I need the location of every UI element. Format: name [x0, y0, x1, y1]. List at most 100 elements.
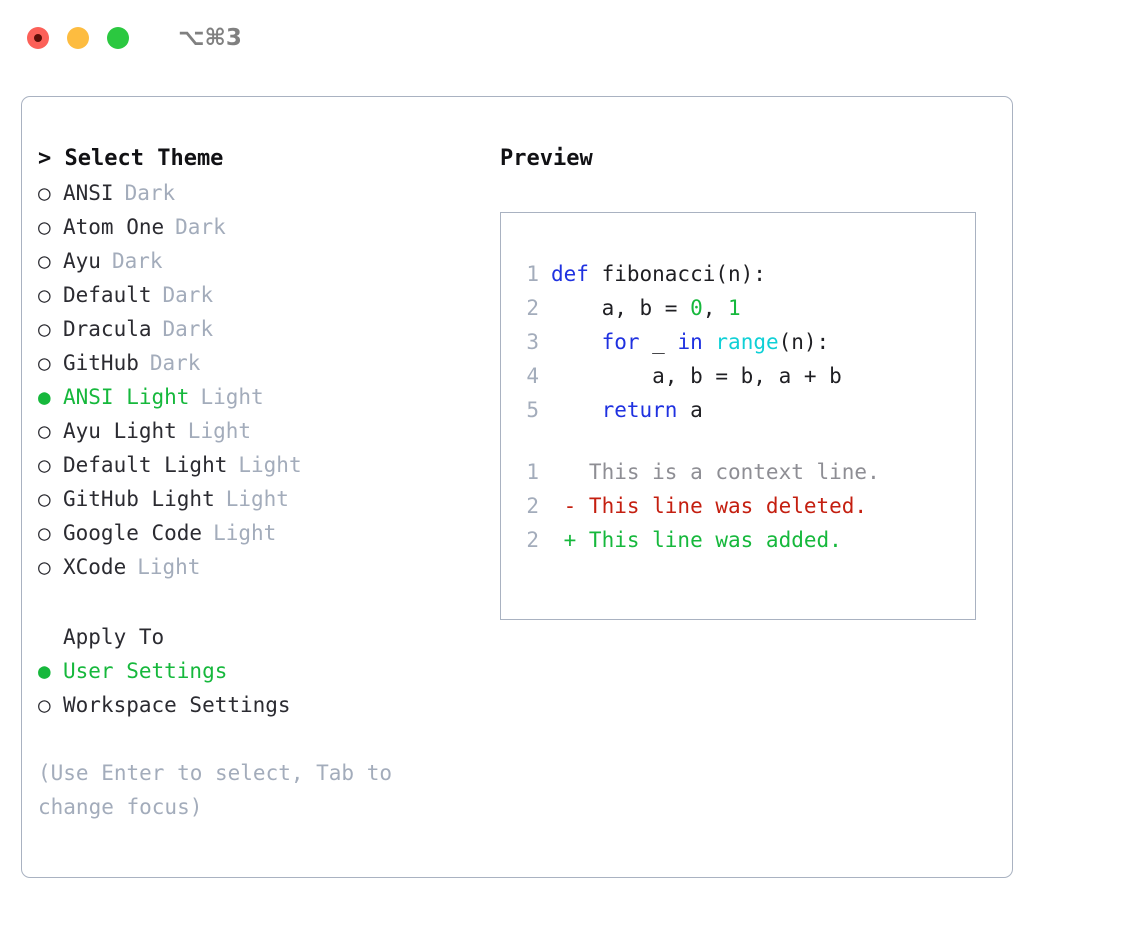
keyboard-hint-text: (Use Enter to select, Tab to change focu…: [38, 761, 405, 819]
theme-option-label: ANSI Light: [63, 385, 190, 409]
radio-unselected-icon: ○: [38, 693, 51, 717]
code-token-plain: a, b = b, a + b: [551, 364, 842, 388]
theme-option-variant: Light: [238, 453, 302, 477]
code-token-plain: a, b =: [551, 296, 691, 320]
diff-sample: 1 This is a context line. 2 - This line w…: [513, 455, 969, 557]
recording-indicator-icon: [34, 34, 42, 42]
code-token-plain: fibonacci(n):: [601, 262, 766, 286]
apply-to-list: ● User Settings ○ Workspace Settings: [38, 654, 478, 722]
apply-to-option-workspace-settings[interactable]: ○ Workspace Settings: [38, 688, 478, 722]
code-token-kw: in: [677, 330, 703, 354]
section-spacer: [38, 584, 478, 620]
code-token-kw: for: [601, 330, 640, 354]
window-titlebar: ⌥⌘3: [0, 0, 1140, 76]
diff-line-content: This is a context line.: [551, 460, 880, 484]
close-button[interactable]: [27, 27, 49, 49]
radio-unselected-icon: ○: [38, 283, 51, 307]
theme-option-ayu[interactable]: ○ Ayu Dark: [38, 244, 478, 278]
radio-selected-icon: ●: [38, 385, 51, 409]
line-number: 4: [526, 364, 539, 388]
code-token-plain: _: [639, 330, 678, 354]
code-token-num: 1: [728, 296, 741, 320]
apply-to-heading: Apply To: [63, 625, 165, 649]
radio-unselected-icon: ○: [38, 351, 51, 375]
apply-to-option-label: User Settings: [63, 659, 228, 683]
diff-line-content: + This line was added.: [551, 528, 842, 552]
line-number: 1: [526, 460, 539, 484]
apply-to-option-label: Workspace Settings: [63, 693, 291, 717]
theme-option-variant: Light: [225, 487, 289, 511]
line-number: 1: [526, 262, 539, 286]
theme-option-label: Default: [63, 283, 152, 307]
theme-option-variant: Light: [187, 419, 252, 443]
theme-option-label: XCode: [63, 555, 127, 579]
theme-option-variant: Dark: [175, 215, 226, 239]
theme-option-google-code[interactable]: ○ Google Code Light: [38, 516, 478, 550]
theme-option-label: Google Code: [63, 521, 203, 545]
keyboard-shortcut-label: ⌥⌘3: [178, 25, 242, 51]
traffic-lights: [27, 27, 129, 49]
maximize-button[interactable]: [107, 27, 129, 49]
theme-option-variant: Dark: [111, 249, 163, 273]
code-token-num: 0: [690, 296, 703, 320]
theme-option-label: Ayu Light: [63, 419, 177, 443]
line-number: 2: [526, 494, 539, 518]
theme-option-label: GitHub Light: [63, 487, 215, 511]
theme-option-label: GitHub: [63, 351, 139, 375]
radio-unselected-icon: ○: [38, 317, 51, 341]
code-token-plain: ,: [702, 296, 729, 320]
theme-option-variant: Dark: [162, 283, 214, 307]
radio-unselected-icon: ○: [38, 181, 51, 205]
diff-line-content: - This line was deleted.: [551, 494, 868, 518]
apply-to-option-user-settings[interactable]: ● User Settings: [38, 654, 478, 688]
radio-unselected-icon: ○: [38, 215, 51, 239]
radio-unselected-icon: ○: [38, 249, 51, 273]
theme-option-variant: Dark: [149, 351, 201, 375]
code-token-fn: range: [715, 330, 779, 354]
code-line-content: return a: [551, 393, 703, 427]
theme-option-variant: Light: [213, 521, 277, 545]
theme-option-default[interactable]: ○ Default Dark: [38, 278, 478, 312]
code-line: 2 a, b = 0, 1: [513, 291, 969, 325]
radio-selected-icon: ●: [38, 659, 51, 683]
theme-option-variant: Dark: [162, 317, 214, 341]
diff-line-add: 2 + This line was added.: [513, 523, 969, 557]
theme-option-atom-one[interactable]: ○ Atom One Dark: [38, 210, 478, 244]
theme-option-label: Dracula: [63, 317, 152, 341]
radio-unselected-icon: ○: [38, 419, 51, 443]
theme-option-label: Default Light: [63, 453, 228, 477]
code-token-plain: [551, 330, 602, 354]
code-line: 3 for _ in range(n):: [513, 325, 969, 359]
theme-option-label: Atom One: [63, 215, 165, 239]
theme-option-label: Ayu: [63, 249, 101, 273]
code-token-kw: def: [551, 262, 602, 286]
theme-option-ayu-light[interactable]: ○ Ayu Light Light: [38, 414, 478, 448]
diff-line-del: 2 - This line was deleted.: [513, 489, 969, 523]
line-number: 2: [526, 296, 539, 320]
line-number: 2: [526, 528, 539, 552]
code-line-content: def fibonacci(n):: [551, 257, 766, 291]
theme-option-label: ANSI: [63, 181, 114, 205]
code-line-content: a, b = b, a + b: [551, 359, 842, 393]
code-token-plain: [551, 398, 602, 422]
minimize-button[interactable]: [67, 27, 89, 49]
theme-option-dracula[interactable]: ○ Dracula Dark: [38, 312, 478, 346]
theme-option-variant: Light: [137, 555, 201, 579]
code-line: 5 return a: [513, 393, 969, 427]
code-token-plain: a: [677, 398, 703, 422]
code-token-plain: [703, 330, 716, 354]
code-line-content: a, b = 0, 1: [551, 291, 741, 325]
radio-unselected-icon: ○: [38, 521, 51, 545]
theme-option-github[interactable]: ○ GitHub Dark: [38, 346, 478, 380]
